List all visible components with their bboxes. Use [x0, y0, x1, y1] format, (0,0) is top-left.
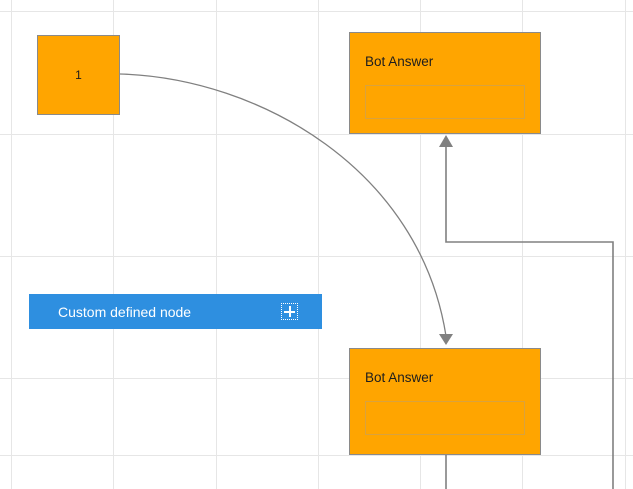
- orthogonal-connector[interactable]: [445, 142, 614, 489]
- curved-connector[interactable]: [119, 73, 447, 337]
- bot-answer-node-top[interactable]: Bot Answer: [349, 32, 541, 134]
- bot-answer-title: Bot Answer: [365, 370, 434, 385]
- grid-line-vertical-0: [11, 0, 12, 489]
- grid-line-horizontal-0: [0, 11, 633, 12]
- grid-line-vertical-4: [420, 0, 421, 489]
- custom-defined-node-button[interactable]: Custom defined node: [29, 294, 322, 329]
- bot-answer-title: Bot Answer: [365, 54, 434, 69]
- grid-line-vertical-1: [113, 0, 114, 489]
- bot-answer-slot[interactable]: [365, 85, 525, 119]
- grid-line-horizontal-3: [0, 378, 633, 379]
- custom-defined-node-label: Custom defined node: [58, 303, 192, 320]
- grid-line-vertical-6: [625, 0, 626, 489]
- orthogonal-connector-arrowhead: [439, 135, 453, 147]
- bot-answer-node-bottom[interactable]: Bot Answer: [349, 348, 541, 455]
- simple-node[interactable]: 1: [37, 35, 120, 115]
- bot-answer-slot[interactable]: [365, 401, 525, 435]
- plus-icon-vertical-bar: [288, 306, 291, 317]
- plus-icon[interactable]: [281, 303, 298, 320]
- grid-line-horizontal-1: [0, 134, 633, 135]
- grid-line-horizontal-4: [0, 455, 633, 456]
- grid-line-vertical-5: [522, 0, 523, 489]
- grid-line-horizontal-2: [0, 256, 633, 257]
- grid-line-vertical-3: [318, 0, 319, 489]
- simple-node-label: 1: [75, 68, 82, 82]
- grid-line-vertical-2: [216, 0, 217, 489]
- curved-connector-arrowhead: [439, 334, 453, 345]
